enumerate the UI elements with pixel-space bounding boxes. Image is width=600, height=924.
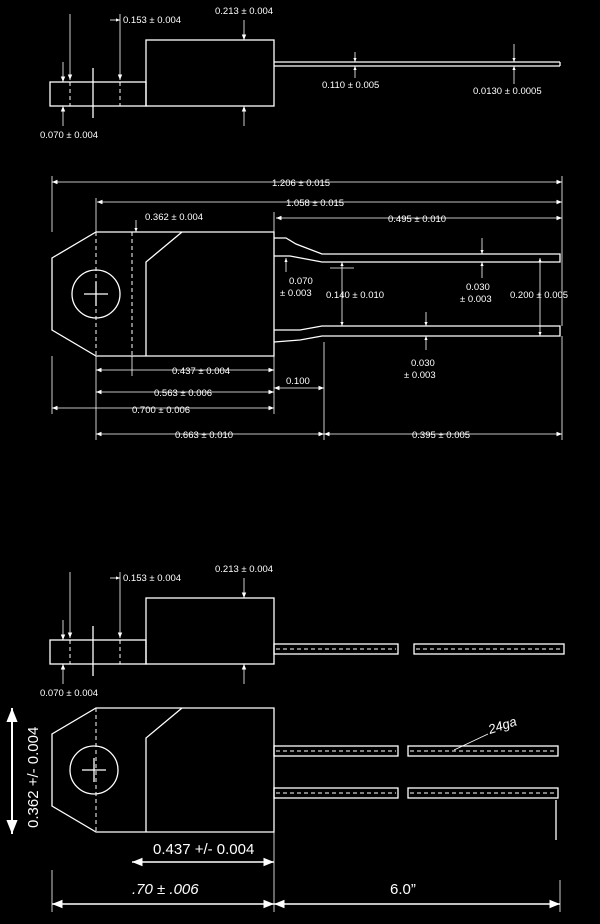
dim-tab-offset: 0.153 ± 0.004 <box>123 15 181 26</box>
dim-body-thickness-2: 0.213 ± 0.004 <box>215 564 273 575</box>
plan-view-bottom: 24ga 0.362 +/- 0.004 0.437 +/- 0.004 .70… <box>6 707 561 912</box>
tab-outline-2 <box>49 639 147 665</box>
package-outline-2 <box>51 707 275 833</box>
dim-body-thickness: 0.213 ± 0.004 <box>215 6 273 17</box>
lead-2 <box>273 325 561 343</box>
dim-neck-width-b: ± 0.003 <box>280 288 312 299</box>
wire-side-a <box>273 643 399 655</box>
body-chamfer-2 <box>145 707 183 832</box>
dim-shoulder: 0.100 <box>286 376 310 387</box>
dim-body-plus-lead: 1.058 ± 0.015 <box>286 198 344 209</box>
dim-tab-thickness-2: 0.070 ± 0.004 <box>40 688 98 699</box>
dim-lead-width-b-2: ± 0.003 <box>404 370 436 381</box>
dim-lead-width-a-1: 0.030 <box>466 282 490 293</box>
dim-lead-width-a-2: ± 0.003 <box>460 294 492 305</box>
mounting-hole-2 <box>69 745 119 795</box>
dim-overall-length: 1.206 ± 0.015 <box>272 178 330 189</box>
dim-width: 0.437 +/- 0.004 <box>153 841 254 858</box>
side-view-top: 0.153 ± 0.004 0.213 ± 0.004 0.110 ± 0.00… <box>40 6 561 141</box>
dim-lead-length-2: 6.0” <box>390 881 416 898</box>
dim-body-width: 0.437 ± 0.004 <box>172 366 230 377</box>
wire-1a <box>273 745 399 757</box>
dim-tab-thickness: 0.070 ± 0.004 <box>40 130 98 141</box>
dim-body-to-shoulder: 0.663 ± 0.010 <box>175 430 233 441</box>
body-chamfer <box>145 231 183 356</box>
side-view-bottom: 0.153 ± 0.004 0.213 ± 0.004 0.070 ± 0.00… <box>40 564 565 699</box>
dim-hole-center: 0.362 ± 0.004 <box>145 212 203 223</box>
mounting-hole <box>71 269 121 319</box>
wire-2a <box>273 787 399 799</box>
dim-tab-offset-2: 0.153 ± 0.004 <box>123 573 181 584</box>
dim-lead-span: 0.200 ± 0.005 <box>510 290 568 301</box>
dim-tab-length: 0.700 ± 0.006 <box>132 405 190 416</box>
dim-neck-width-a: 0.070 <box>289 276 313 287</box>
plan-view-top: 1.206 ± 0.015 1.058 ± 0.015 0.495 ± 0.01… <box>51 176 568 441</box>
dim-lead-length: 0.495 ± 0.010 <box>388 214 446 225</box>
lead-1 <box>274 237 561 263</box>
body-outline-2 <box>145 597 275 665</box>
wire-2b <box>407 787 559 799</box>
tab-outline <box>49 81 147 107</box>
body-outline <box>145 39 275 107</box>
dim-height: 0.362 +/- 0.004 <box>25 727 42 828</box>
dim-lead-offset: 0.110 ± 0.005 <box>322 80 379 91</box>
dim-body-length: 0.563 ± 0.006 <box>154 388 212 399</box>
dim-lead-pitch: 0.140 ± 0.010 <box>326 290 384 301</box>
dim-tab: .70 ± .006 <box>132 881 199 898</box>
dim-lead-thickness: 0.0130 ± 0.0005 <box>473 86 542 97</box>
dim-lead-width-b-1: 0.030 <box>411 358 435 369</box>
wire-side-b <box>413 643 565 655</box>
wire-gauge-label: 24ga <box>485 714 518 738</box>
dim-lead-extent: 0.395 ± 0.005 <box>412 430 470 441</box>
wire-1b <box>407 745 559 757</box>
